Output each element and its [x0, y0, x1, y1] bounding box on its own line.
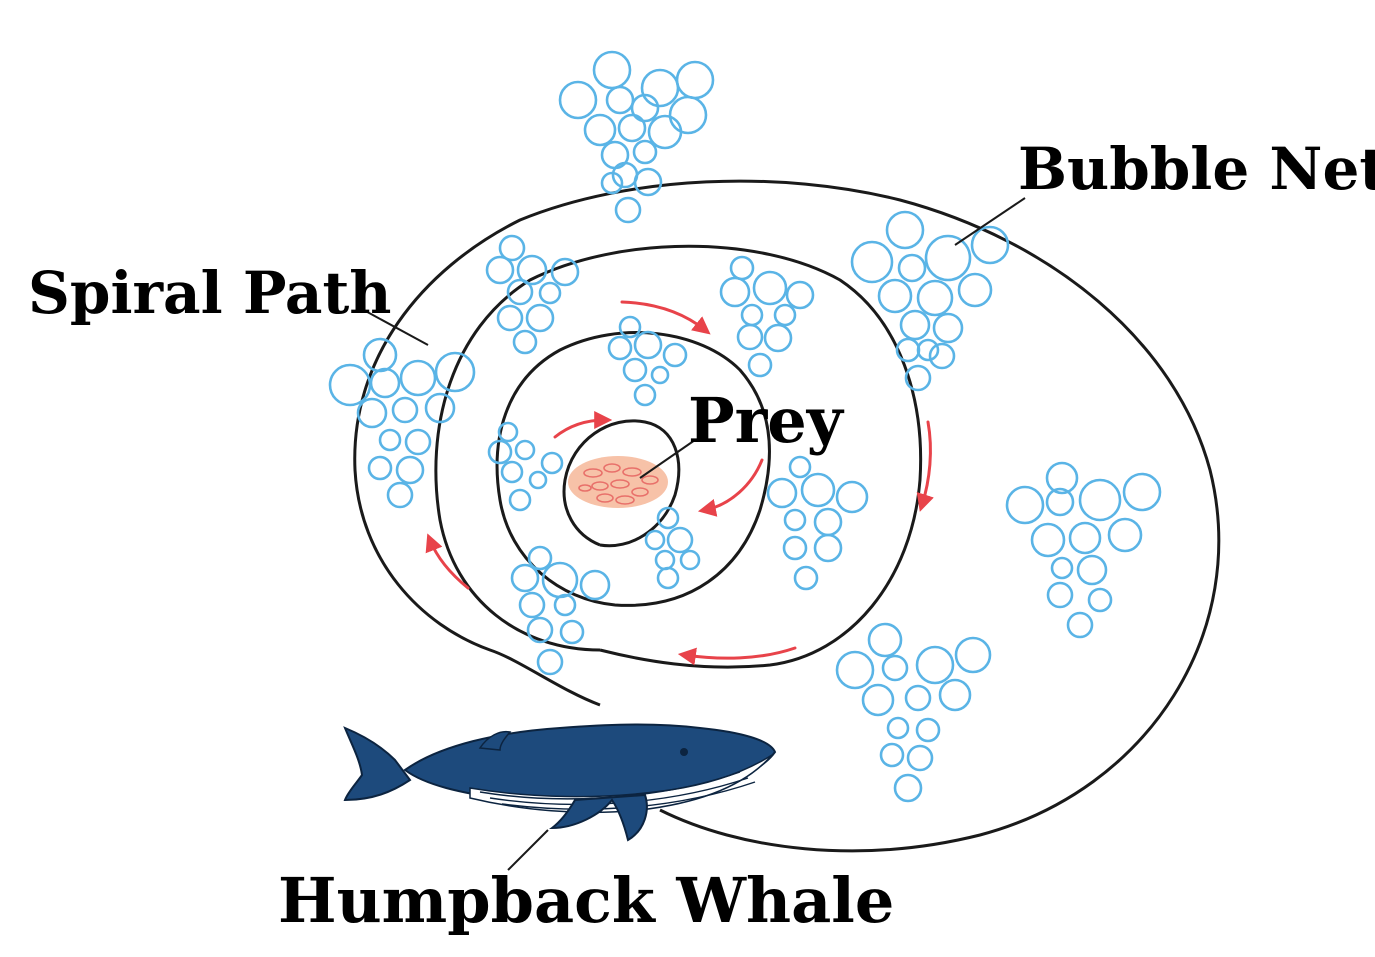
whale-pectoral-fin: [548, 793, 648, 842]
bubble-cluster-inner-left: [487, 421, 564, 512]
bubble-net: [328, 50, 1162, 803]
arrow-left: [425, 533, 470, 590]
whale-dorsal-fin: [478, 730, 512, 751]
bubble-cluster-bottom-right: [835, 622, 992, 803]
bubble-cluster-left: [328, 337, 476, 509]
whale-eye: [680, 748, 688, 756]
label-spiral-path: Spiral Path: [28, 259, 392, 327]
spiral-path: [353, 179, 1221, 853]
bubble-cluster-top: [558, 50, 715, 224]
leader-line-bubble-net: [954, 197, 1026, 246]
arrow-top-inner: [620, 300, 711, 335]
spiral-outer-loop: [353, 179, 1221, 853]
bubble-cluster-right-top: [850, 210, 1010, 392]
arrow-inner-bottom: [697, 458, 764, 517]
humpback-whale-icon: [343, 723, 777, 842]
bubble-cluster-center-right: [766, 455, 869, 591]
swim-direction-arrows: [425, 300, 934, 666]
leader-line-humpback-whale: [507, 829, 549, 871]
whale-tail: [343, 726, 412, 802]
bubble-cluster-lower-left: [510, 545, 611, 676]
arrow-inner-top: [553, 411, 613, 439]
bubble-cluster-upper-left: [485, 234, 580, 355]
spiral-second-loop: [434, 244, 923, 669]
bubble-cluster-right: [1005, 461, 1162, 639]
label-bubble-net: Bubble Net: [1018, 135, 1375, 203]
bubble-cluster-upper-right: [719, 255, 815, 378]
arrow-right-outer: [916, 420, 934, 512]
leader-line-prey: [639, 439, 696, 479]
leader-lines: [359, 197, 1026, 871]
bubble-cluster-inner-bottom: [644, 506, 701, 590]
label-humpback-whale: Humpback Whale: [278, 864, 895, 937]
bubble-cluster-upper-center: [607, 315, 688, 407]
spiral-third-loop: [495, 331, 772, 607]
prey-fish-school: [568, 456, 668, 508]
leader-line-spiral-path: [359, 307, 429, 346]
label-prey: Prey: [688, 384, 843, 457]
arrow-bottom: [677, 646, 797, 666]
